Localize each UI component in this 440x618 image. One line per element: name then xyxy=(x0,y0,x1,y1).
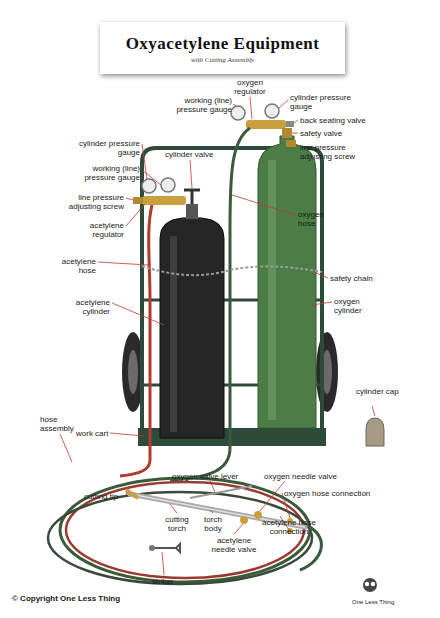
left-hub xyxy=(128,350,138,394)
oxygen-valve-lever xyxy=(190,486,252,498)
part-label: line pressure adjusting screw xyxy=(300,143,372,161)
part-label: acetylene hose connection xyxy=(254,518,324,536)
copyright-notice: © Copyright One Less Thing xyxy=(12,594,120,603)
part-label: oxygen valve lever xyxy=(172,472,238,481)
part-label: oxygen cylinder xyxy=(334,297,386,315)
part-label: safety chain xyxy=(330,274,373,283)
oxygen-regulator xyxy=(246,120,286,129)
part-label: cutting tip xyxy=(84,492,118,501)
striker xyxy=(150,544,180,552)
part-label: striker xyxy=(152,577,174,586)
adjusting-screw xyxy=(286,140,296,147)
cylinder-cap xyxy=(366,418,384,446)
part-label: torch body xyxy=(196,515,230,533)
needle-valve xyxy=(254,511,262,519)
cylinder-valve xyxy=(186,204,198,219)
cylinder-highlight xyxy=(170,236,177,432)
valve-stem xyxy=(191,190,194,204)
safety-chain xyxy=(142,266,322,275)
part-label: working (line) pressure gauge xyxy=(68,164,140,182)
part-label: line pressure adjusting screw xyxy=(52,193,124,211)
back-seating-valve xyxy=(286,121,294,127)
acetylene-cylinder xyxy=(160,218,224,438)
adjusting-screw xyxy=(133,197,143,204)
pressure-gauge xyxy=(142,179,156,193)
part-label: working (line) pressure gauge xyxy=(160,96,232,114)
part-label: cutting torch xyxy=(158,515,196,533)
part-label: cylinder valve xyxy=(165,150,213,159)
part-label: back seating valve xyxy=(300,116,366,125)
part-label: safety valve xyxy=(300,129,342,138)
part-label: cylinder pressure gauge xyxy=(60,139,140,157)
leader-lines xyxy=(60,97,375,575)
logo-eye xyxy=(365,582,369,586)
pressure-gauge xyxy=(265,104,279,118)
oxygen-cylinder xyxy=(258,136,316,428)
cylinder-connection xyxy=(282,128,292,138)
caption: with Cutting Assembly xyxy=(100,56,345,64)
part-label: work cart xyxy=(76,429,108,438)
logo-eye xyxy=(371,582,375,586)
part-label: oxygen hose xyxy=(298,210,334,228)
right-wheel xyxy=(316,332,338,412)
cylinder-highlight xyxy=(268,160,276,420)
hose-coil xyxy=(66,482,304,578)
part-label: acetylene needle valve xyxy=(206,536,262,554)
title: Oxyacetylene Equipment xyxy=(100,34,345,54)
part-label: cylinder cap xyxy=(356,387,401,396)
oxygen-hose xyxy=(170,128,250,480)
part-label: oxygen hose connection xyxy=(284,489,370,498)
pressure-gauge xyxy=(231,106,245,120)
part-label: acetylene cylinder xyxy=(58,298,110,316)
part-label: oxygen regulator xyxy=(226,78,274,96)
striker-cup xyxy=(149,545,155,551)
title-box: Oxyacetylene Equipment with Cutting Assem… xyxy=(100,22,345,74)
cutting-tip xyxy=(126,490,138,498)
hose-coil xyxy=(48,492,312,584)
part-label: oxygen needle valve xyxy=(264,472,337,481)
logo-owl xyxy=(363,578,377,592)
part-label: acetylene hose xyxy=(50,257,96,275)
valve-handle xyxy=(184,189,200,192)
acetylene-regulator xyxy=(142,196,186,205)
pressure-gauge xyxy=(161,178,175,192)
needle-valve xyxy=(240,516,248,524)
part-label: cylinder pressure gauge xyxy=(290,93,370,111)
logo-text: One Less Thing xyxy=(352,598,394,607)
part-label: acetylene regulator xyxy=(72,221,124,239)
